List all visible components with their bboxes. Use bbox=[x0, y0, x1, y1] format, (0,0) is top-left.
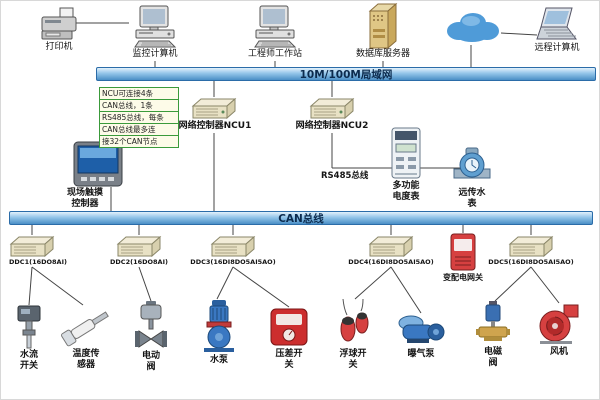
ddc4-label: DDC4(16DI8DO5AI5AO) bbox=[348, 258, 434, 266]
ncu2-label: 网络控制器NCU2 bbox=[295, 121, 369, 131]
printer-label: 打印机 bbox=[45, 42, 73, 52]
solenoid-valve-icon bbox=[476, 301, 510, 341]
note-box: NCU可连接4条 CAN总线，1条 RS485总线，每条 CAN总线最多连 接3… bbox=[99, 87, 179, 148]
internet-cloud-icon bbox=[447, 13, 499, 42]
ddc3-icon bbox=[210, 235, 256, 258]
power-gateway-icon bbox=[450, 233, 476, 271]
note-line: 接32个CAN节点 bbox=[102, 137, 158, 146]
solenoid-valve-label: 电磁阀 bbox=[483, 347, 502, 368]
ddc1-label: DDC1(16DO8AI) bbox=[9, 258, 67, 266]
aeration-pump-icon bbox=[398, 315, 445, 343]
electric-valve-icon bbox=[135, 301, 167, 348]
ncu1-controller-icon bbox=[191, 97, 237, 120]
database-server-label: 数据库服务器 bbox=[355, 49, 410, 59]
touch-controller-label: 现场触摸控制器 bbox=[66, 188, 103, 209]
monitoring-computer-label: 监控计算机 bbox=[132, 49, 178, 59]
temperature-sensor-icon bbox=[61, 311, 109, 347]
water-pump-icon bbox=[204, 300, 234, 352]
power-meter-label: 多功能电度表 bbox=[392, 181, 420, 202]
engineer-workstation-label: 工程师工作站 bbox=[247, 49, 302, 59]
electric-valve-label: 电动阀 bbox=[141, 351, 160, 372]
fan-icon bbox=[539, 304, 579, 344]
water-meter-icon bbox=[453, 147, 491, 179]
water-pump-label: 水泵 bbox=[209, 355, 228, 365]
float-switch-icon bbox=[340, 299, 369, 342]
desktop-computer-icon bbox=[254, 5, 297, 48]
note-line: CAN总线最多连 bbox=[100, 124, 178, 136]
ncu1-label: 网络控制器NCU1 bbox=[178, 121, 252, 131]
ddc1-icon bbox=[9, 235, 55, 258]
ddc2-label: DDC2(16DO8AI) bbox=[110, 258, 168, 266]
ddc4-icon bbox=[368, 235, 414, 258]
pressure-switch-icon bbox=[270, 308, 308, 346]
water-flow-switch-label: 水流开关 bbox=[19, 350, 38, 371]
ddc5-icon bbox=[508, 235, 554, 258]
aeration-pump-label: 曝气泵 bbox=[407, 349, 435, 359]
pressure-switch-label: 压差开关 bbox=[275, 349, 303, 370]
temperature-sensor-label: 温度传感器 bbox=[72, 349, 100, 370]
power-meter-icon bbox=[391, 127, 421, 179]
fan-label: 风机 bbox=[549, 347, 568, 357]
can-bus-bar: CAN总线 bbox=[9, 211, 593, 225]
float-switch-label: 浮球开关 bbox=[339, 349, 367, 370]
ncu2-controller-icon bbox=[309, 97, 355, 120]
lan-bus-bar: 10M/100M局域网 bbox=[96, 67, 596, 81]
note-line: RS485总线，每条 bbox=[100, 112, 178, 124]
touch-panel-icon bbox=[73, 141, 123, 187]
laptop-icon bbox=[536, 7, 577, 40]
remote-computer-label: 远程计算机 bbox=[534, 43, 580, 53]
power-gateway-label: 变配电网关 bbox=[443, 273, 483, 282]
ddc2-icon bbox=[116, 235, 162, 258]
note-line: NCU可连接4条 bbox=[100, 88, 178, 100]
rs485-bus-label: RS485总线 bbox=[321, 171, 369, 181]
ddc3-label: DDC3(16DI8DO5AI5AO) bbox=[190, 258, 276, 266]
note-line: CAN总线，1条 bbox=[100, 100, 178, 112]
desktop-computer-icon bbox=[134, 5, 177, 48]
printer-icon bbox=[41, 7, 77, 40]
water-flow-switch-icon bbox=[17, 305, 41, 349]
server-icon bbox=[368, 3, 398, 49]
ddc5-label: DDC5(16DI8DO5AI5AO) bbox=[488, 258, 574, 266]
water-meter-label: 远传水表 bbox=[458, 188, 486, 209]
